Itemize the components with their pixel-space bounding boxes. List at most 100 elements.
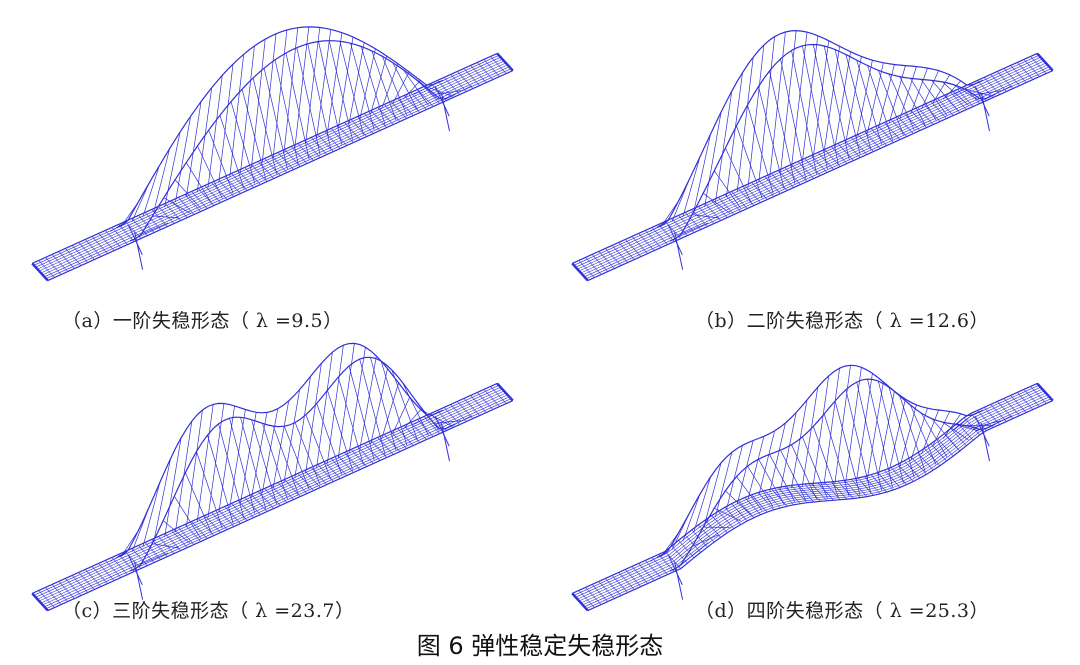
hanger xyxy=(931,418,958,449)
hanger xyxy=(164,437,182,538)
deck-cross-beam xyxy=(217,179,235,197)
arch-leg xyxy=(981,422,990,462)
deck-cross-beam xyxy=(158,206,175,224)
deck-cross-beam xyxy=(578,590,595,608)
hanger xyxy=(283,389,300,484)
deck-cross-beam xyxy=(1010,395,1027,413)
deck-cross-beam xyxy=(797,161,814,179)
deck-end xyxy=(571,262,589,282)
deck-cross-beam xyxy=(777,170,794,188)
deck-cross-beam xyxy=(698,524,715,543)
deck-cross-beam xyxy=(784,486,801,504)
deck-cross-beam xyxy=(797,484,814,503)
hanger xyxy=(152,543,179,549)
hanger xyxy=(359,355,377,449)
hanger xyxy=(702,192,731,214)
deck-cross-beam xyxy=(724,194,741,212)
hanger xyxy=(910,67,928,115)
hanger xyxy=(921,70,939,110)
deck-cross-beam xyxy=(344,122,361,140)
hanger xyxy=(153,148,170,212)
hanger xyxy=(337,377,364,465)
arch-leg xyxy=(127,224,143,256)
deck-cross-beam xyxy=(98,563,115,581)
deck-cross-beam xyxy=(105,560,122,578)
hanger xyxy=(910,408,928,461)
deck-cross-beam xyxy=(417,89,434,107)
deck-cross-beam xyxy=(257,491,274,509)
hanger xyxy=(845,56,862,144)
hanger xyxy=(327,390,353,470)
hanger xyxy=(715,452,733,517)
hanger xyxy=(207,435,234,524)
deck-cross-beam xyxy=(983,77,1000,95)
hanger xyxy=(942,421,969,441)
hanger xyxy=(736,476,763,511)
deck-cross-beam xyxy=(831,146,848,164)
deck-cross-beam xyxy=(585,587,602,605)
deck-cross-beam xyxy=(731,191,748,209)
arch-leg xyxy=(434,415,450,447)
deck-cross-beam xyxy=(38,260,55,278)
deck-cross-beam xyxy=(45,257,62,275)
deck-cross-beam xyxy=(470,395,487,413)
deck-cross-beam xyxy=(51,584,68,602)
hanger xyxy=(680,222,709,235)
deck-cross-beam xyxy=(718,511,735,529)
deck-cross-beam xyxy=(330,128,347,146)
deck-cross-beam xyxy=(344,452,361,470)
deck-cross-beam xyxy=(178,197,195,215)
deck-cross-beam xyxy=(443,77,460,95)
hanger xyxy=(251,39,266,168)
hanger xyxy=(207,75,223,188)
deck-cross-beam xyxy=(78,242,95,260)
hanger xyxy=(444,85,473,100)
hanger xyxy=(953,414,973,431)
deck-end xyxy=(1036,52,1054,72)
deck-cross-beam xyxy=(990,404,1007,422)
deck-cross-beam xyxy=(1023,389,1040,407)
deck-cross-beam xyxy=(691,529,708,548)
deck-cross-beam xyxy=(1030,56,1047,74)
hanger xyxy=(856,373,873,482)
hanger xyxy=(714,507,741,522)
hanger xyxy=(348,347,366,454)
hanger xyxy=(671,179,690,222)
deck-cross-beam xyxy=(71,575,88,593)
deck-cross-beam xyxy=(897,116,914,134)
deck-cross-beam xyxy=(877,125,894,143)
hanger xyxy=(769,70,796,184)
hanger xyxy=(370,368,388,444)
deck-cross-beam xyxy=(877,472,894,491)
deck-cross-beam xyxy=(264,488,281,506)
deck-cross-beam xyxy=(65,578,82,596)
deck-cross-beam xyxy=(638,233,655,251)
hanger xyxy=(758,430,775,496)
hanger xyxy=(812,375,830,486)
deck-cross-beam xyxy=(437,80,454,98)
deck-cross-beam xyxy=(645,560,662,578)
hanger xyxy=(218,423,245,519)
deck-cross-beam xyxy=(324,131,341,149)
deck-cross-beam xyxy=(658,554,675,572)
bridge-mode-1-drawing xyxy=(31,26,514,282)
bridge-mode-3-drawing xyxy=(31,342,514,612)
deck-cross-beam xyxy=(844,480,861,498)
hanger xyxy=(856,60,883,145)
deck-cross-beam xyxy=(337,125,354,143)
deck-cross-beam xyxy=(118,224,135,242)
deck-cross-beam xyxy=(963,86,980,104)
deck-cross-beam xyxy=(917,107,934,125)
deck-cross-beam xyxy=(45,587,62,605)
deck-cross-beam xyxy=(58,251,75,269)
deck-cross-beam xyxy=(317,464,334,482)
deck-cross-beam xyxy=(625,569,642,587)
hanger xyxy=(856,382,883,491)
hanger xyxy=(660,532,679,557)
deck-cross-beam xyxy=(337,455,354,473)
deck-cross-beam xyxy=(578,260,595,278)
hanger xyxy=(758,459,785,505)
hanger xyxy=(307,43,332,150)
deck-cross-beam xyxy=(297,473,314,491)
deck-cross-beam xyxy=(937,98,954,116)
